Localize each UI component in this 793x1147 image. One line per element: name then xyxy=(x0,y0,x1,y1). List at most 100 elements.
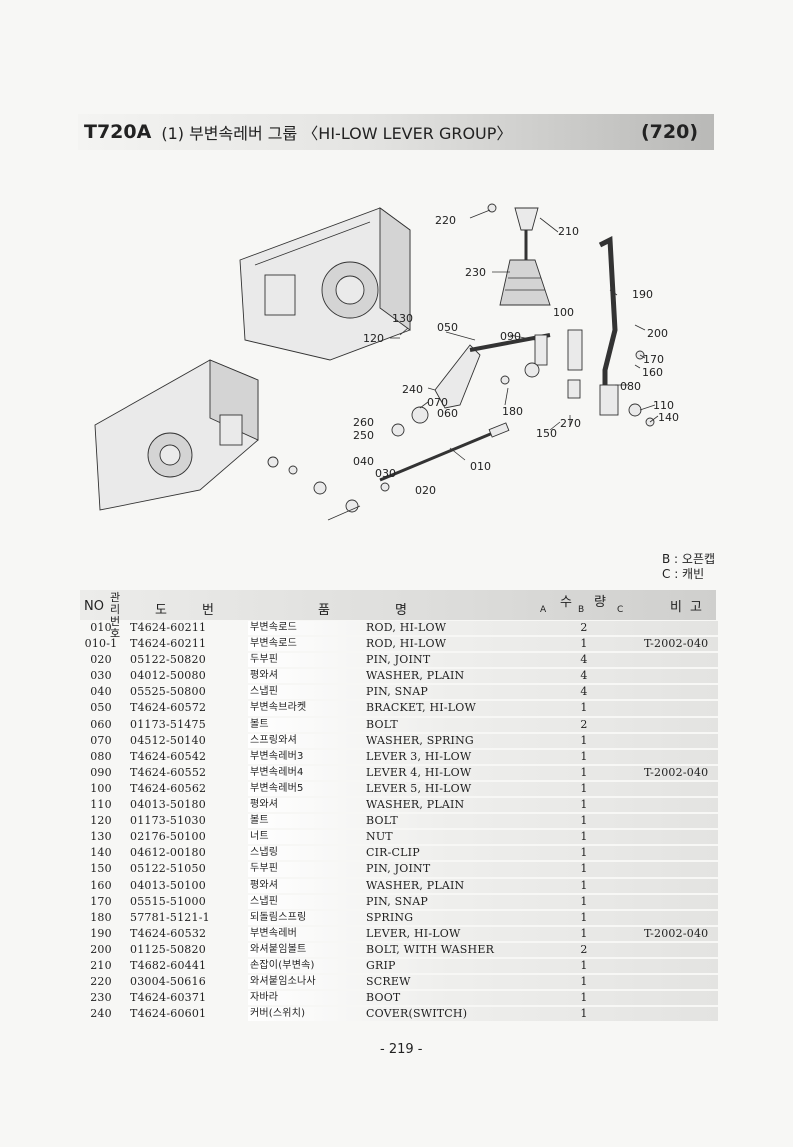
callout-190: 190 xyxy=(632,288,653,301)
row-no: 210 xyxy=(90,958,112,972)
row-name-korean: 부변속로드 xyxy=(250,622,297,633)
row-shade xyxy=(248,781,718,797)
row-shade xyxy=(248,878,718,893)
row-quantity: 1 xyxy=(580,991,588,1005)
header-no: NO xyxy=(84,599,104,614)
row-no: 090 xyxy=(90,765,112,779)
row-shade xyxy=(248,653,718,668)
row-shade xyxy=(248,814,718,829)
row-quantity: 1 xyxy=(580,733,588,747)
callout-010: 010 xyxy=(470,460,491,473)
callout-240: 240 xyxy=(402,383,423,396)
row-name-english: COVER(SWITCH) xyxy=(366,1007,468,1021)
row-name-korean: 부변속레버5 xyxy=(250,782,304,794)
row-no: 140 xyxy=(90,846,112,860)
row-name-english: LEVER 3, HI-LOW xyxy=(366,749,472,763)
row-name-korean: 두부핀 xyxy=(250,654,279,666)
row-name-english: PIN, JOINT xyxy=(366,653,431,667)
row-no: 180 xyxy=(90,910,112,924)
group-code: T720A xyxy=(84,121,152,143)
row-quantity: 1 xyxy=(580,894,588,908)
row-name-korean: 부변속레버3 xyxy=(250,750,304,762)
header-col-b: B xyxy=(578,605,585,615)
row-part-number: 05122-51050 xyxy=(130,862,206,876)
row-part-number: T4624-60601 xyxy=(130,1007,207,1021)
callout-050: 050 xyxy=(437,321,458,334)
row-name-english: LEVER, HI-LOW xyxy=(366,926,461,940)
row-no: 080 xyxy=(90,749,112,763)
row-quantity: 1 xyxy=(580,749,588,763)
row-shade xyxy=(248,621,718,636)
header-qty-b: 량 xyxy=(594,595,606,610)
row-name-english: SPRING xyxy=(366,910,414,924)
row-no: 110 xyxy=(90,798,112,812)
row-name-korean: 스프링와셔 xyxy=(250,734,297,746)
row-shade xyxy=(248,991,718,1006)
callout-180: 180 xyxy=(502,405,523,418)
header-name-a: 품 xyxy=(318,603,330,618)
callout-090: 090 xyxy=(500,330,521,343)
row-name-english: PIN, SNAP xyxy=(366,685,428,699)
row-part-number: 05515-51000 xyxy=(130,894,206,908)
callout-080: 080 xyxy=(620,380,641,393)
row-name-korean: 부변속브라켓 xyxy=(250,702,307,714)
row-name-english: BOOT xyxy=(366,991,401,1005)
row-name-korean: 평와셔 xyxy=(250,799,279,811)
row-quantity: 2 xyxy=(580,717,588,731)
row-quantity: 1 xyxy=(580,958,588,972)
callout-270: 270 xyxy=(560,417,581,430)
callout-110: 110 xyxy=(653,399,674,412)
row-name-english: WASHER, PLAIN xyxy=(366,798,465,812)
row-quantity: 1 xyxy=(580,798,588,812)
row-name-english: PIN, JOINT xyxy=(366,862,431,876)
row-part-number: T4624-60552 xyxy=(130,765,207,779)
row-name-korean: 부변속레버 xyxy=(250,927,297,939)
row-name-english: SCREW xyxy=(366,975,411,989)
callout-150: 150 xyxy=(536,427,557,440)
row-name-korean: 스냅핀 xyxy=(250,686,279,698)
row-part-number: 57781-5121-1 xyxy=(130,910,210,924)
callout-220: 220 xyxy=(435,214,456,227)
row-shade xyxy=(248,717,718,732)
header-part-a: 도 xyxy=(155,603,167,618)
row-no: 030 xyxy=(90,669,112,683)
row-remark: T-2002-040 xyxy=(644,637,709,651)
row-no: 040 xyxy=(90,685,112,699)
row-quantity: 1 xyxy=(580,781,588,795)
callout-230: 230 xyxy=(465,266,486,279)
row-quantity: 1 xyxy=(580,846,588,860)
callout-070: 070 xyxy=(427,396,448,409)
row-name-korean: 스냅링 xyxy=(250,847,279,859)
row-no: 050 xyxy=(90,701,112,715)
header-remark-a: 비 xyxy=(670,600,682,615)
row-name-english: WASHER, PLAIN xyxy=(366,669,465,683)
row-quantity: 4 xyxy=(580,669,588,683)
row-name-english: CIR-CLIP xyxy=(366,846,420,860)
row-name-korean: 볼트 xyxy=(250,815,269,827)
row-quantity: 1 xyxy=(580,975,588,989)
row-name-english: BRACKET, HI-LOW xyxy=(366,701,476,715)
row-name-korean: 손잡이(부변속) xyxy=(250,959,315,971)
header-qty-a: 수 xyxy=(560,595,572,610)
row-shade xyxy=(248,910,718,925)
callout-060: 060 xyxy=(437,407,458,420)
row-shade xyxy=(248,975,718,990)
callout-160: 160 xyxy=(642,366,663,379)
header-col-a: A xyxy=(540,605,547,615)
row-quantity: 2 xyxy=(580,621,588,634)
row-name-english: BOLT xyxy=(366,717,398,731)
